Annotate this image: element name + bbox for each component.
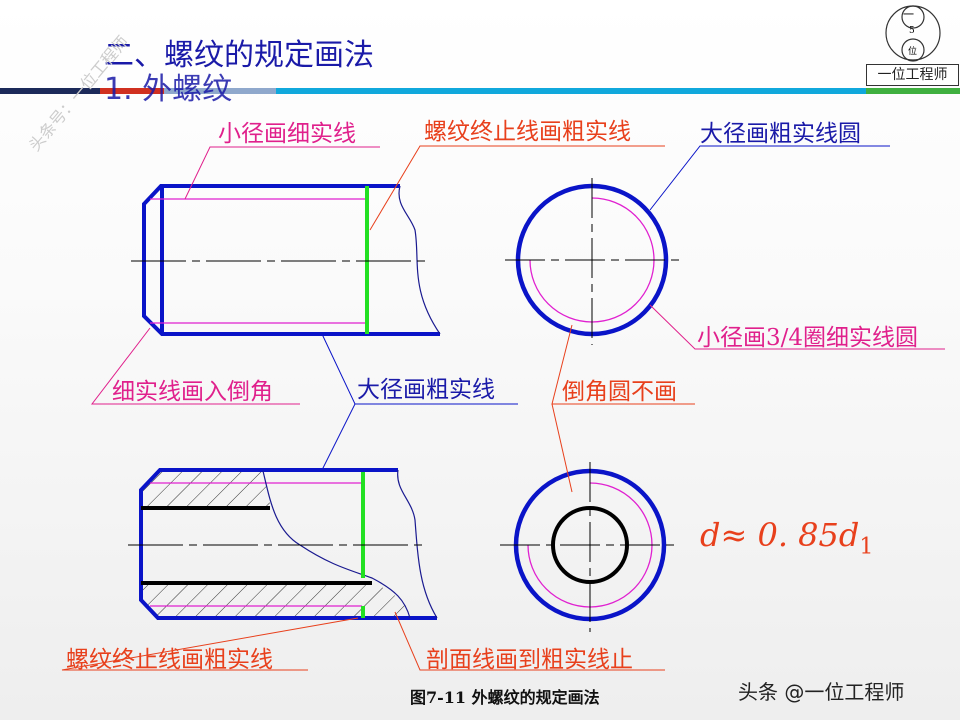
logo-char-mid: 5 — [909, 26, 915, 36]
logo-emblem — [885, 5, 941, 62]
section-boundary — [262, 470, 411, 619]
leader-lines — [61, 145, 945, 671]
label-major-circle: 大径画粗实线圆 — [700, 121, 861, 147]
figure-caption: 图7-11 外螺纹的规定画法 — [410, 688, 600, 707]
end-view-centerlines — [505, 178, 680, 345]
hatch-bottom — [141, 583, 410, 618]
label-thread-end-top: 螺纹终止线画粗实线 — [424, 119, 631, 145]
section-major-thin-lines — [150, 482, 362, 607]
minor-three-quarter-arc — [529, 197, 655, 323]
break-line — [397, 469, 438, 619]
minor-diameter-thick-lines — [141, 506, 372, 585]
header-bar-cyan — [276, 88, 866, 94]
label-minor-thin: 小径画细实线 — [218, 121, 356, 147]
logo-char-top: 一 — [903, 8, 914, 21]
label-thread-end-bottom: 螺纹终止线画粗实线 — [66, 647, 273, 673]
page-title: 二、螺纹的规定画法 — [104, 38, 374, 73]
formula-main: d≈ 0. 85d — [700, 516, 860, 554]
label-minor-three-quarter: 小径画3/4圈细实线圆 — [697, 325, 919, 351]
header-bar-red — [100, 88, 164, 94]
top-side-view — [142, 184, 440, 336]
label-hatch: 剖面线画到粗实线止 — [426, 647, 633, 673]
footer-watermark: 头条 @一位工程师 — [738, 680, 905, 704]
page-subtitle: 1. 外螺纹 — [104, 72, 233, 107]
label-chamfer-circle: 倒角圆不画 — [562, 379, 677, 405]
formula: d≈ 0. 85d1 — [700, 516, 873, 559]
minor-diameter-lines — [150, 198, 366, 324]
header-bar-lightblue — [164, 88, 276, 94]
hatch-top — [141, 471, 270, 508]
formula-subscript: 1 — [859, 534, 874, 560]
header-bar-navy — [0, 88, 100, 94]
header-bar-green — [866, 88, 960, 94]
label-chamfer-thin: 细实线画入倒角 — [112, 379, 273, 405]
break-line — [398, 185, 441, 335]
minor-three-quarter-arc — [527, 482, 653, 608]
logo-text: 一位工程师 — [866, 64, 959, 86]
label-major-thick: 大径画粗实线 — [357, 377, 495, 403]
end-view-centerlines — [500, 462, 680, 632]
logo-char-bottom: 位 — [908, 47, 918, 57]
